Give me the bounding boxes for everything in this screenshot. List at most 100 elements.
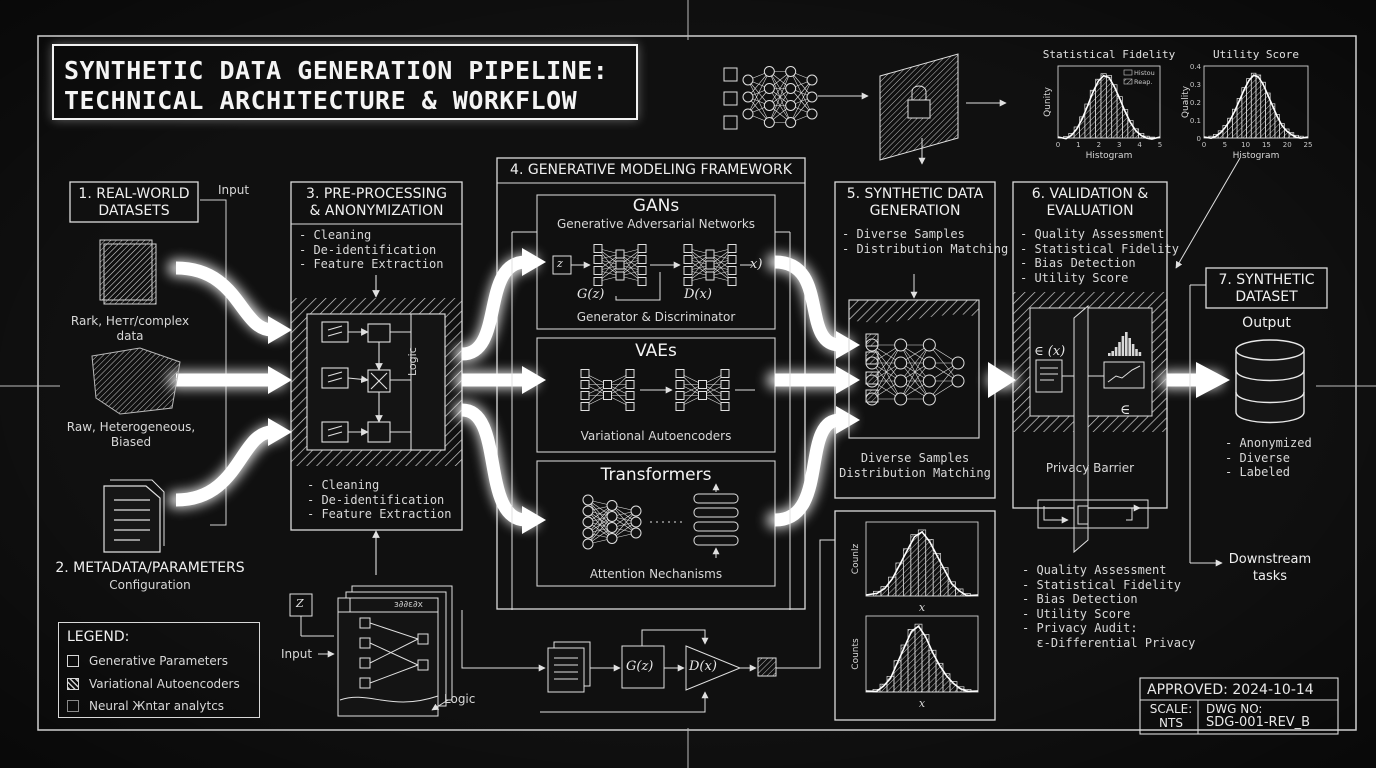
downstream-line1: Downstream xyxy=(1228,552,1312,567)
stage7-header: 7. SYNTHETIC DATASET xyxy=(1206,272,1327,306)
stage3-header: 3. PRE-PROCESSING & ANONYMIZATION xyxy=(291,186,462,220)
title-box xyxy=(52,44,638,120)
gans-output-label: x) xyxy=(750,257,763,272)
chart-title: Statistical Fidelity xyxy=(1043,48,1176,61)
stage3-step-bottom-3: - Feature Extraction xyxy=(307,507,452,521)
privacy-mini-bar xyxy=(1121,336,1125,356)
y-tick-label: 0.2 xyxy=(1190,99,1201,107)
legend-label: Histou xyxy=(1134,69,1155,77)
dataset-icons xyxy=(91,239,181,553)
legend-item-generative-label: Generative Parameters xyxy=(89,654,228,668)
density-curve xyxy=(865,530,979,597)
stage1-header-line1: 1. REAL-WORLD xyxy=(78,186,190,202)
density-curve xyxy=(1057,74,1161,140)
stage1-data-caption-line2: data xyxy=(116,329,144,343)
transformer-net xyxy=(582,494,642,550)
stage3-steps-top: - Cleaning - De-identification - Feature… xyxy=(299,228,444,272)
transformer-token xyxy=(693,493,739,504)
stage3-step-top-1: - Cleaning xyxy=(299,228,372,242)
stage1-header-box xyxy=(69,181,199,223)
downstream-line2: tasks xyxy=(1252,569,1288,584)
x-tick-label: 25 xyxy=(1304,141,1313,149)
histogram-bar xyxy=(1100,73,1107,139)
x-tick-label: 20 xyxy=(1283,141,1292,149)
legend-swatch-gray xyxy=(67,700,79,712)
title-line1: SYNTHETIC DATA GENERATION PIPELINE: xyxy=(64,56,609,85)
stage6-bullets: - Quality Assessment - Statistical Fidel… xyxy=(1020,227,1179,285)
stage1-raw-caption-line2: Biased xyxy=(110,435,152,449)
stage5-header-line1: 5. SYNTHETIC DATA xyxy=(846,186,984,202)
stage7-bullet-2: - Diverse xyxy=(1225,450,1291,465)
stage7-bullet-1: - Anonymized xyxy=(1225,436,1312,450)
privacy-mini-bar xyxy=(1118,342,1121,356)
stage6-bullet-2: - Statistical Fidelity xyxy=(1020,241,1179,256)
stage6-bottom-bullet-1: - Quality Assessment xyxy=(1022,563,1167,577)
stage4-header: 4. GENERATIVE MODELING FRAMEWORK xyxy=(510,162,792,178)
histogram-bar xyxy=(917,529,927,597)
histogram-bar xyxy=(914,623,923,693)
x-tick-label: 1 xyxy=(1076,141,1080,149)
x-tick-label: 2 xyxy=(1097,141,1101,149)
gans-generator-label: G(z) xyxy=(577,287,605,302)
x-tick-label: 10 xyxy=(1241,141,1250,149)
vae-decoder-net xyxy=(675,369,730,411)
legend-item-neural-label: Neural Жntar analytcs xyxy=(89,699,225,713)
stage3-step-bottom-2: - De-identification xyxy=(307,492,445,507)
legend-item-vae-label: Variational Autoencoders xyxy=(89,677,240,691)
stage6-bottom-bullet-2: - Statistical Fidelity xyxy=(1022,577,1181,592)
stage3-step-top-3: - Feature Extraction xyxy=(299,257,444,271)
stage7-bullets: - Anonymized - Diverse - Labeled xyxy=(1225,436,1312,480)
gans-caption: Generator & Discriminator xyxy=(576,310,736,324)
gans-discriminator-label: D(x) xyxy=(684,287,712,302)
legend-item-neural: Neural Жntar analytcs xyxy=(67,699,224,713)
histogram-bar xyxy=(1095,78,1102,139)
top-net xyxy=(742,66,818,128)
x-tick-label: 5 xyxy=(1223,141,1227,149)
density-curve xyxy=(865,624,979,693)
stage5-input-square xyxy=(865,371,879,385)
stage6-bullet-1: - Quality Assessment xyxy=(1020,227,1165,241)
stage3-step-bottom-1: - Cleaning xyxy=(307,478,380,492)
stage1-data-caption-line1: Rark, Hетr/complex xyxy=(70,314,190,328)
x-tick-label: 3 xyxy=(1117,141,1121,149)
stage5-bullet-1: - Diverse Samples xyxy=(842,227,965,241)
stage5-header-line2: GENERATION xyxy=(869,203,961,219)
stage1-header-line2: DATASETS xyxy=(98,203,170,219)
stage6-bullet-4: - Utility Score xyxy=(1020,270,1129,285)
stage7-output-label: Output xyxy=(1242,315,1291,331)
neural-network-drawings xyxy=(580,66,965,558)
privacy-mini-hist xyxy=(1108,332,1142,356)
stage5-input-square xyxy=(865,333,879,347)
vaes-box xyxy=(536,337,776,453)
dwg-cell: DWG NO: SDG-001-REV_B xyxy=(1206,702,1310,730)
y-tick-label: 0.3 xyxy=(1190,81,1201,89)
stage1-raw-caption: Raw, Heterogeneous, Biased xyxy=(56,420,206,450)
downstream-label: Downstream tasks xyxy=(1220,551,1320,585)
privacy-mini-bar xyxy=(1125,332,1128,356)
y-tick-label: 0.1 xyxy=(1190,117,1201,125)
stage6-epsilon-label: ∈ xyxy=(1120,402,1131,418)
top-network-illustration xyxy=(723,53,1241,269)
stage6-bullet-3: - Bias Detection xyxy=(1020,256,1136,270)
privacy-mini-bar xyxy=(1138,352,1142,356)
legend-label: Reap. xyxy=(1134,78,1152,86)
database-icon xyxy=(1235,339,1305,424)
stage3-step-top-2: - De-identification xyxy=(299,242,437,257)
flow-arrows xyxy=(168,248,1230,534)
bottom-symbol-z: Z xyxy=(296,597,304,610)
transformer-token xyxy=(693,507,739,518)
stage6-header: 6. VALIDATION & EVALUATION xyxy=(1013,186,1167,220)
gans-title: GANs xyxy=(632,196,680,216)
transformers-title: Transformers xyxy=(600,465,712,485)
stage3-logic-label: Logic xyxy=(406,347,419,376)
density-curve xyxy=(1203,74,1309,140)
stage6-bottom-bullet-3: - Bias Detection xyxy=(1022,592,1138,606)
scale-label: SCALE: xyxy=(1149,702,1193,716)
histogram-bar xyxy=(940,567,949,597)
histogram-bar xyxy=(910,534,919,597)
y-tick-label: 0 xyxy=(1197,135,1201,143)
stage1-input-label: Input xyxy=(218,183,250,197)
